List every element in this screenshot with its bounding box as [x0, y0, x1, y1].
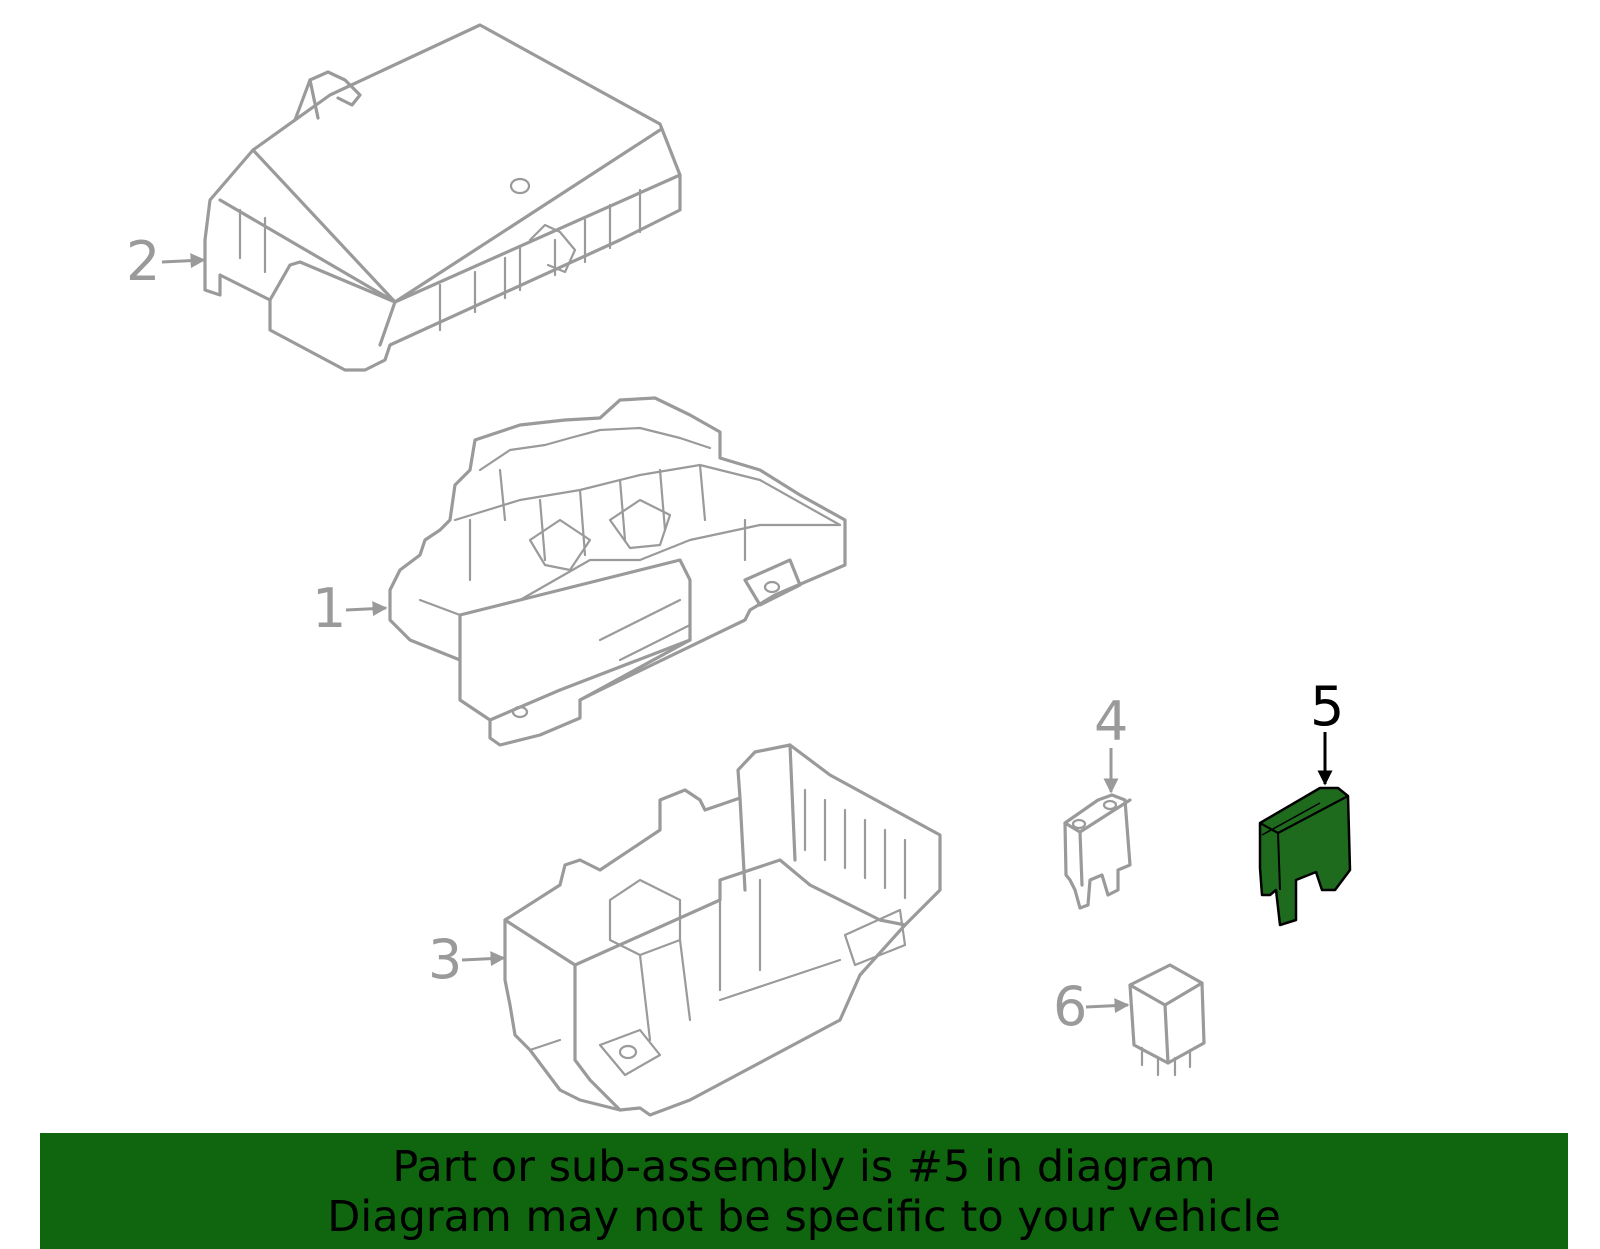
info-banner: Part or sub-assembly is #5 in diagram Di… [40, 1133, 1568, 1249]
part-2-cover-drawing[interactable] [203, 23, 682, 372]
callout-number-6: 6 [1053, 975, 1087, 1038]
callout-number-4: 4 [1094, 690, 1128, 753]
banner-line-part-number: Part or sub-assembly is #5 in diagram [392, 1142, 1216, 1192]
part-3-lower-housing-drawing[interactable] [503, 743, 942, 1117]
banner-line-disclaimer: Diagram may not be specific to your vehi… [327, 1192, 1281, 1242]
callout-number-5: 5 [1310, 675, 1344, 738]
callout-number-1: 1 [312, 577, 346, 640]
callout-number-3: 3 [428, 928, 462, 991]
leader-arrow-2 [161, 253, 206, 269]
leader-arrow-6 [1085, 998, 1130, 1014]
leader-arrow-3 [461, 951, 506, 967]
callout-number-2: 2 [126, 230, 160, 293]
part-1-fuse-box-drawing[interactable] [388, 396, 847, 747]
part-6-relay-drawing[interactable] [1128, 963, 1206, 1077]
part-4-fuse-drawing[interactable] [1063, 793, 1132, 910]
leader-arrow-1 [345, 601, 388, 617]
part-5-fuse-drawing-highlighted[interactable] [1258, 786, 1352, 927]
